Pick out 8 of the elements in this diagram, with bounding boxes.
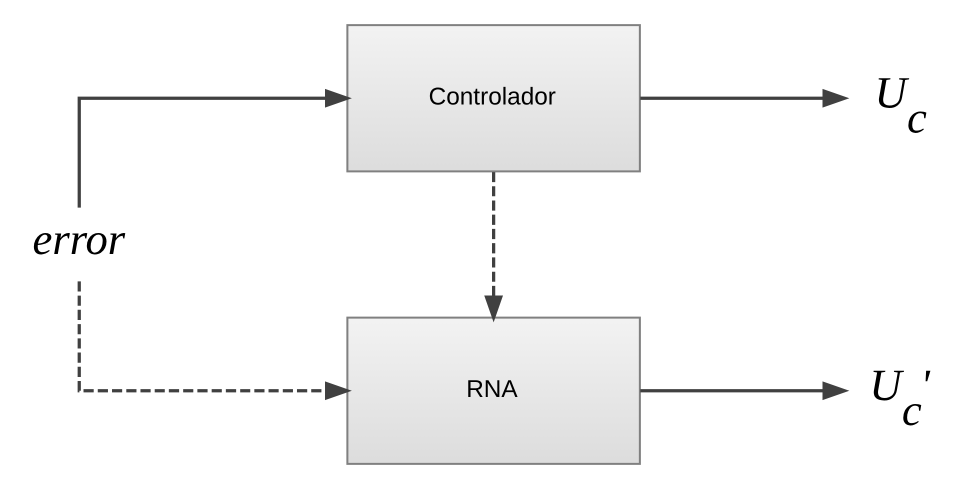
node-text: error (32, 213, 126, 264)
arrow (484, 172, 504, 322)
node-box: RNA (346, 316, 641, 464)
arrow (78, 280, 352, 400)
arrow (640, 380, 850, 400)
node-box: Controlador (346, 24, 641, 172)
arrow (78, 88, 352, 208)
arrow (640, 88, 850, 108)
